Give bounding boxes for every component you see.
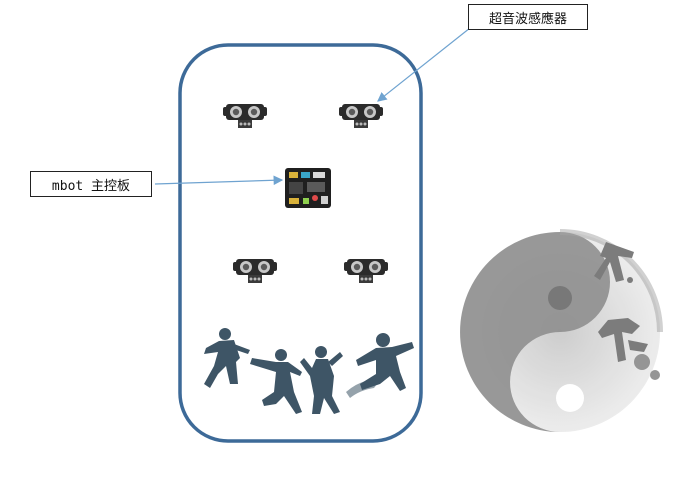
mbot-board-icon: [285, 168, 331, 208]
taichi-figure: [300, 346, 343, 414]
yin-yang-emblem: [460, 229, 663, 432]
sensor-pointer-arrow: [377, 27, 471, 102]
taichi-figure: [204, 328, 250, 388]
taichi-figure: [346, 333, 414, 398]
board-pointer-arrow: [154, 175, 284, 186]
robot-frame: [178, 43, 423, 443]
taichi-figure: [250, 349, 302, 414]
ultrasonic-sensor-icon: [233, 259, 277, 283]
taichi-figures: [204, 328, 414, 414]
ultrasonic-sensor-icon: [223, 104, 267, 128]
ultrasonic-sensor-icon: [339, 104, 383, 128]
mbot-board-label: mbot 主控板: [30, 171, 152, 197]
calligraphy-mark: [594, 242, 648, 362]
ultrasonic-sensor-label: 超音波感應器: [468, 4, 588, 30]
ultrasonic-sensor-icon: [344, 259, 388, 283]
